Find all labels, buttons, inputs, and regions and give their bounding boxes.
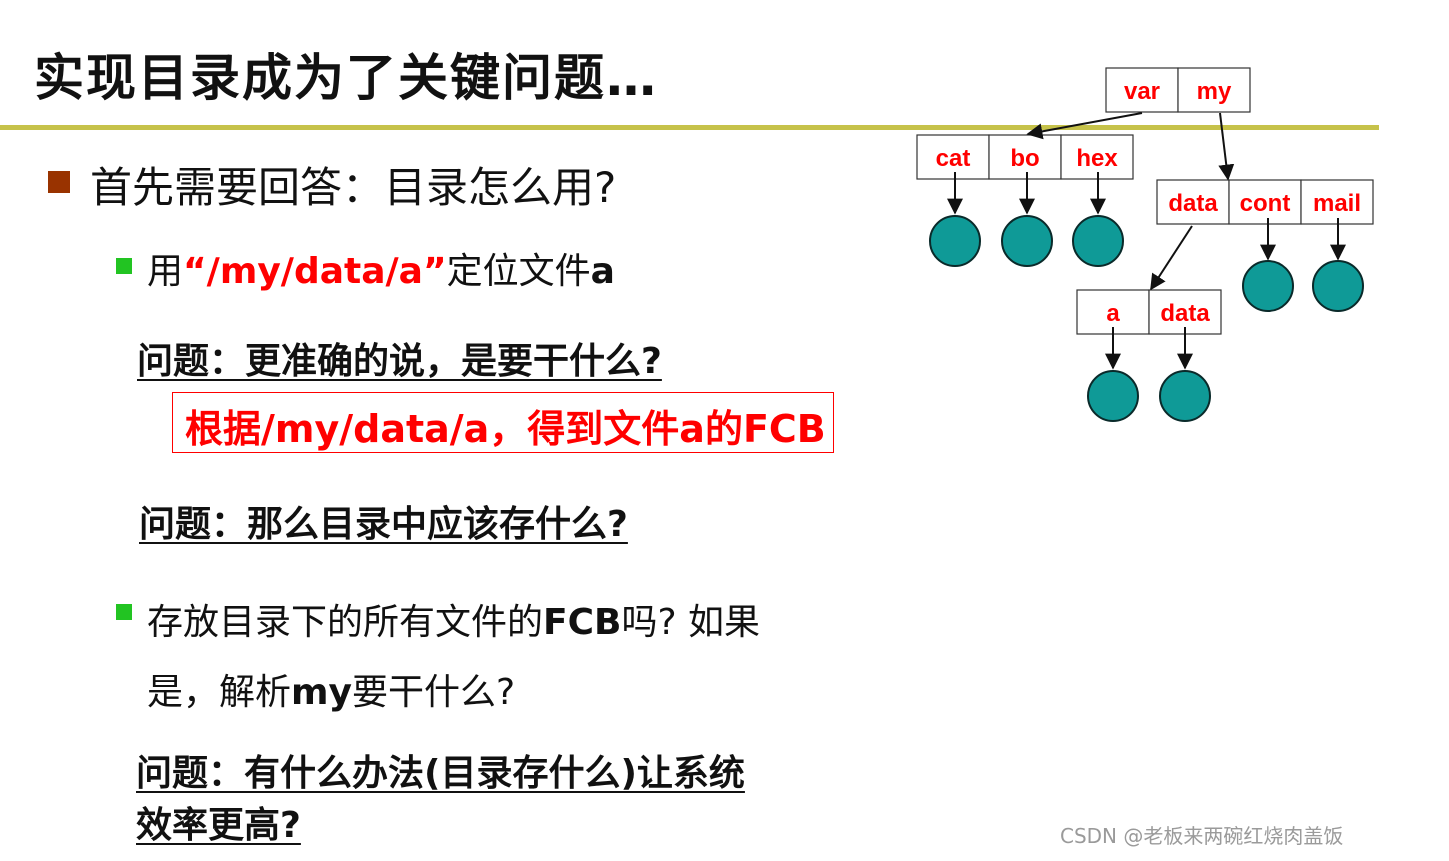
bullet-3-line2-b: 要干什么? [352,672,516,713]
tree-arrow [1150,225,1193,291]
tree-root-table: var my [1105,67,1251,113]
bullet-1: 首先需要回答：目录怎么用? [90,163,617,212]
tree-label-bo: bo [1010,145,1039,172]
file-node-icon [1242,260,1294,312]
file-node-icon [1312,260,1364,312]
page-title: 实现目录成为了关键问题… [34,49,658,107]
tree-label-data: data [1168,190,1218,217]
tree-cell [1300,179,1374,225]
bullet-3-fcb: FCB [543,602,622,643]
bullet-2-file: a [590,251,615,292]
bullet-2-path: “/my/data/a” [183,251,447,292]
tree-label-data-sub: data [1160,300,1210,327]
tree-label-var: var [1124,78,1160,105]
bullet-3-line2-a: 是，解析 [147,672,292,713]
tree-cell [1148,289,1222,335]
bullet-3-text-a: 存放目录下的所有文件的 [147,602,544,643]
tree-label-hex: hex [1076,145,1118,172]
boxed-answer: 根据/my/data/a，得到文件a的FCB [172,392,834,453]
file-node-icon [1001,215,1053,267]
watermark: CSDN @老板来两碗红烧肉盖饭 [1060,824,1344,848]
tree-cell [1177,67,1251,113]
tree-label-my: my [1197,78,1232,105]
tree-my-table: data cont mail [1156,179,1374,225]
question-1: 问题：更准确的说，是要干什么? [137,341,662,382]
file-node-icon [1159,370,1211,422]
bullet-3: 存放目录下的所有文件的FCB吗? 如果 是，解析my要干什么? [147,588,847,728]
tree-label-a: a [1106,300,1120,327]
sub-bullet-square-icon [116,258,132,274]
tree-data-table: a data [1076,289,1222,335]
bullet-2-suffix: 定位文件 [446,251,591,292]
sub-bullet-square-icon [116,604,132,620]
file-node-icon [1072,215,1124,267]
tree-cell [1156,179,1230,225]
tree-cell [916,134,990,180]
tree-cell [1228,179,1302,225]
tree-cell [1060,134,1134,180]
file-node-icon [1087,370,1139,422]
question-3: 问题：有什么办法(目录存什么)让系统效率更高? [136,753,745,846]
tree-cell [1105,67,1179,113]
tree-label-mail: mail [1313,190,1361,217]
bullet-3-text-b: 吗? 如果 [621,602,761,643]
bullet-2: 用“/my/data/a”定位文件a [147,242,615,294]
bullet-square-icon [48,171,70,193]
tree-arrow [1218,112,1235,181]
question-2: 问题：那么目录中应该存什么? [139,504,628,545]
title-rule [0,125,1379,130]
tree-cell [1076,289,1150,335]
tree-arrow [1026,112,1143,140]
file-node-icon [929,215,981,267]
bullet-2-prefix: 用 [147,251,184,292]
bullet-3-my: my [291,672,352,713]
tree-var-table: cat bo hex [916,134,1134,180]
tree-label-cat: cat [936,145,971,172]
tree-label-cont: cont [1240,190,1291,217]
tree-cell [988,134,1062,180]
